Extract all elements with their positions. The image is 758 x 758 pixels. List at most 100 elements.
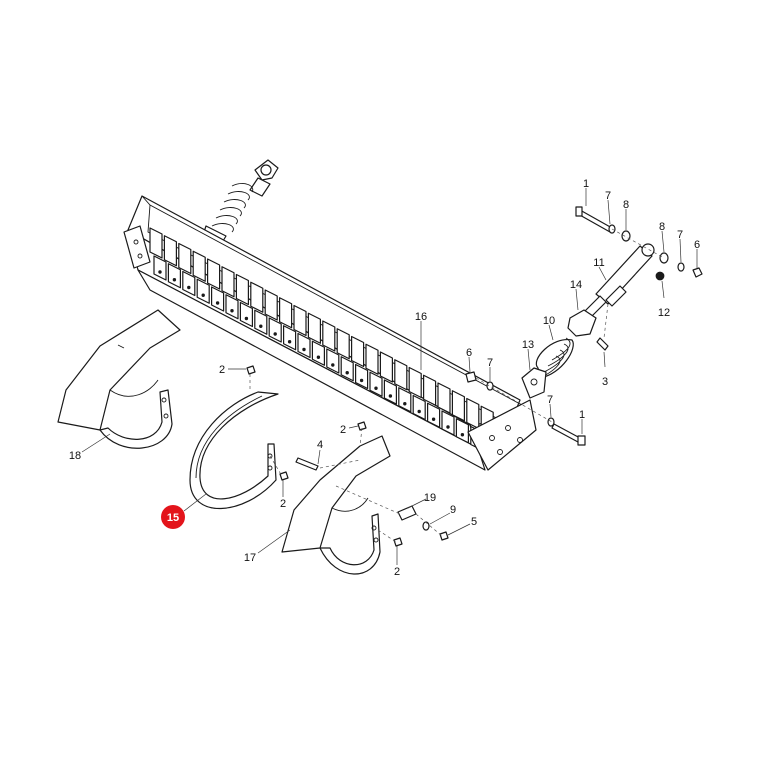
comb-tooth-lower xyxy=(167,263,181,289)
comb-tooth-lower xyxy=(268,317,282,343)
washer-8-top xyxy=(621,230,631,242)
comb-teeth xyxy=(149,227,498,459)
comb-tooth xyxy=(451,390,465,422)
callout-c-2-mid: 2 xyxy=(340,424,346,436)
nut-5 xyxy=(439,531,449,541)
hydraulic-cylinder xyxy=(583,243,655,319)
comb-tooth xyxy=(250,281,264,313)
spring-10 xyxy=(535,337,574,379)
comb-tooth xyxy=(221,266,235,298)
comb-tooth xyxy=(192,250,206,282)
callout-c-15: 15 xyxy=(167,512,179,524)
callout-c-1-low: 1 xyxy=(579,409,585,421)
comb-tooth xyxy=(408,366,422,399)
tooth-hole xyxy=(374,386,378,390)
comb-tooth xyxy=(437,382,451,414)
pivot-block-14 xyxy=(567,309,597,337)
tooth-hole xyxy=(273,332,277,336)
callout-c-8-right: 8 xyxy=(659,221,665,233)
comb-tooth-lower xyxy=(196,278,210,304)
callout-c-14: 14 xyxy=(570,279,582,291)
comb-tooth xyxy=(264,289,278,321)
nut-2-left xyxy=(246,365,256,375)
callout-c-4: 4 xyxy=(317,439,323,451)
comb-tooth-lower xyxy=(455,418,469,444)
callout-c-17: 17 xyxy=(244,552,256,564)
comb-tooth xyxy=(279,297,293,329)
washer-7-right xyxy=(677,262,685,272)
callout-c-13: 13 xyxy=(522,339,534,351)
comb-tooth xyxy=(163,235,177,267)
bolt-3 xyxy=(596,337,609,351)
washer-9 xyxy=(422,521,430,531)
leader-lines xyxy=(81,188,698,565)
callout-c-11: 11 xyxy=(593,257,604,269)
callout-c-7-low: 7 xyxy=(547,394,553,406)
callout-c-10: 10 xyxy=(543,315,555,327)
callout-c-6-mid: 6 xyxy=(466,347,472,359)
comb-tooth xyxy=(423,374,437,406)
washer-8-right xyxy=(659,252,669,264)
callout-c-9: 9 xyxy=(450,504,456,516)
strap-15 xyxy=(189,391,279,510)
callout-c-12: 12 xyxy=(658,307,670,319)
bolt-1-top xyxy=(575,206,613,233)
tooth-hole xyxy=(417,409,421,414)
deflector-18 xyxy=(57,309,181,449)
pin-19 xyxy=(397,505,417,521)
comb-tooth xyxy=(394,359,408,391)
tooth-hole xyxy=(316,355,321,359)
callout-c-19: 19 xyxy=(424,492,436,504)
comb-tooth xyxy=(365,343,379,375)
tooth-hole xyxy=(302,347,306,352)
callout-c-2-right: 2 xyxy=(394,566,400,578)
comb-tooth-lower xyxy=(355,363,369,390)
tooth-hole xyxy=(230,309,234,313)
callout-c-18: 18 xyxy=(69,450,81,462)
callout-c-7-top: 7 xyxy=(605,190,611,202)
tooth-hole xyxy=(431,417,436,421)
bolt-1-low xyxy=(551,423,586,446)
comb-tooth xyxy=(149,227,163,259)
assembly-lines xyxy=(249,228,665,543)
comb-tooth-lower xyxy=(182,270,196,297)
spring-damper-top xyxy=(201,159,279,247)
nut-6-mid xyxy=(465,371,477,383)
callout-c-16: 16 xyxy=(415,311,427,323)
comb-tooth-lower xyxy=(254,309,268,335)
comb-tooth-lower xyxy=(311,340,325,366)
bracket-13 xyxy=(521,367,547,399)
comb-tooth-lower xyxy=(412,394,426,421)
tooth-hole xyxy=(244,316,249,321)
tooth-hole xyxy=(345,371,349,375)
comb-tooth xyxy=(207,258,221,290)
tooth-hole xyxy=(388,394,393,398)
comb-tooth xyxy=(379,351,393,383)
callout-c-8-top: 8 xyxy=(623,199,629,211)
comb-tooth-lower xyxy=(239,301,253,328)
tooth-hole xyxy=(259,324,263,328)
comb-rail xyxy=(123,195,537,471)
callout-c-7-mid: 7 xyxy=(487,357,493,369)
comb-tooth xyxy=(235,273,249,306)
comb-tooth-lower xyxy=(283,325,297,351)
tooth-hole xyxy=(158,270,162,274)
callout-c-7-right: 7 xyxy=(677,229,683,241)
comb-tooth xyxy=(336,328,350,360)
comb-tooth-lower xyxy=(153,255,167,281)
comb-tooth-lower xyxy=(427,402,441,428)
comb-tooth-lower xyxy=(383,379,397,405)
tooth-hole xyxy=(187,285,191,290)
nut-2-low xyxy=(279,471,289,481)
comb-tooth xyxy=(351,335,365,368)
callout-c-5: 5 xyxy=(471,516,477,528)
comb-tooth xyxy=(178,242,192,275)
callout-c-6-right: 6 xyxy=(694,239,700,251)
comb-tooth-lower xyxy=(225,294,239,320)
nut-6-right xyxy=(692,267,703,278)
comb-tooth-lower xyxy=(211,286,225,312)
callout-c-1-top: 1 xyxy=(583,178,589,190)
deflector-17 xyxy=(281,435,391,575)
